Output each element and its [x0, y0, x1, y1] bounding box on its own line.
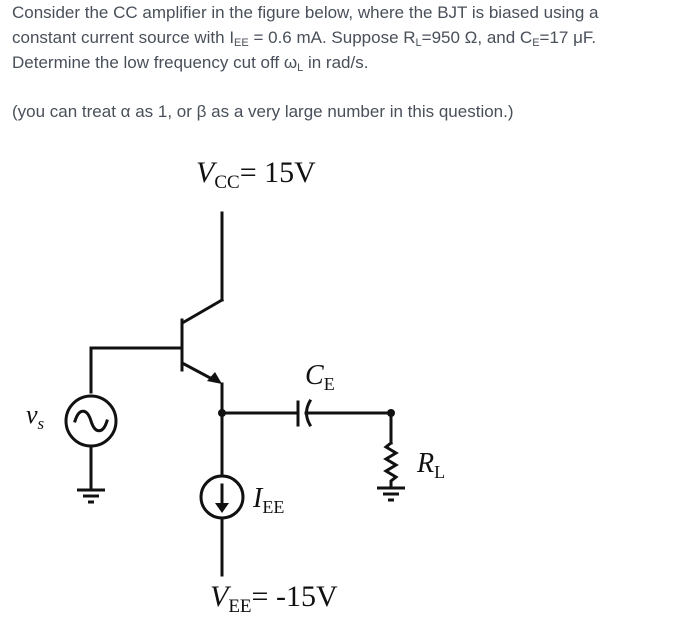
vcc-label: VCC= 15V [196, 156, 316, 193]
question-note: (you can treat α as 1, or β as a very la… [12, 102, 514, 121]
question-line-2: constant current source with IEE = 0.6 m… [12, 28, 597, 49]
output-node-dot [387, 409, 395, 417]
cap-right-wire [304, 411, 393, 445]
rl-ground-icon [377, 486, 405, 502]
bjt-emitter [181, 361, 217, 383]
rl-resistor [383, 440, 399, 490]
vs-ground-icon [77, 488, 105, 504]
question-line-3: Determine the low frequency cut off ωL i… [12, 53, 369, 74]
vee-label: VEE= -15V [210, 580, 338, 617]
question-line-1: Consider the CC amplifier in the figure … [12, 3, 599, 22]
iee-label: IEE [252, 483, 284, 517]
emitter-arrow-icon [207, 372, 222, 384]
ce-label: CE [305, 360, 335, 394]
current-arrow-icon [215, 503, 229, 513]
base-wire [89, 346, 184, 394]
rl-label: RL [416, 448, 445, 482]
sine-icon [73, 409, 109, 433]
bjt-collector [181, 297, 225, 325]
question-text: Consider the CC amplifier in the figure … [12, 0, 677, 124]
vs-label: vs [26, 400, 45, 433]
emitter-node-dot [218, 409, 226, 417]
